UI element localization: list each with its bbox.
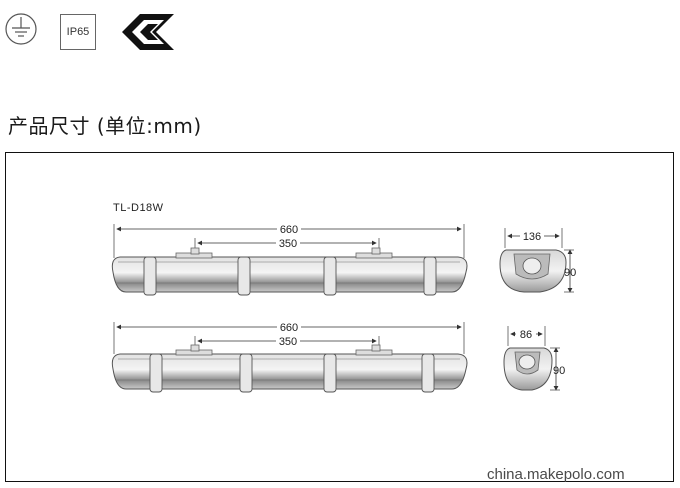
ground-icon xyxy=(5,13,37,45)
bottom-length-label: 660 xyxy=(280,322,298,334)
enec-mark-icon xyxy=(122,14,174,50)
dimension-drawing-frame xyxy=(5,152,674,482)
model-label: TL-D18W xyxy=(113,202,164,214)
page-title: 产品尺寸 (单位:mm) xyxy=(8,114,202,138)
watermark: china.makepolo.com xyxy=(487,466,625,483)
ip-rating-badge: IP65 xyxy=(60,14,96,50)
luminaire-end-view-bottom xyxy=(503,326,560,391)
top-length-label: 660 xyxy=(280,224,298,236)
bottom-end-height-label: 90 xyxy=(553,365,565,377)
top-mount-spacing-label: 350 xyxy=(279,238,297,250)
top-end-width-label: 136 xyxy=(523,231,541,243)
luminaire-side-view-bottom xyxy=(111,321,468,393)
top-end-height-label: 90 xyxy=(564,267,576,279)
bottom-end-width-label: 86 xyxy=(520,329,532,341)
certification-icons: IP65 xyxy=(0,0,200,60)
luminaire-side-view-top xyxy=(111,223,468,296)
bottom-mount-spacing-label: 350 xyxy=(279,336,297,348)
luminaire-end-view-top xyxy=(499,228,574,293)
